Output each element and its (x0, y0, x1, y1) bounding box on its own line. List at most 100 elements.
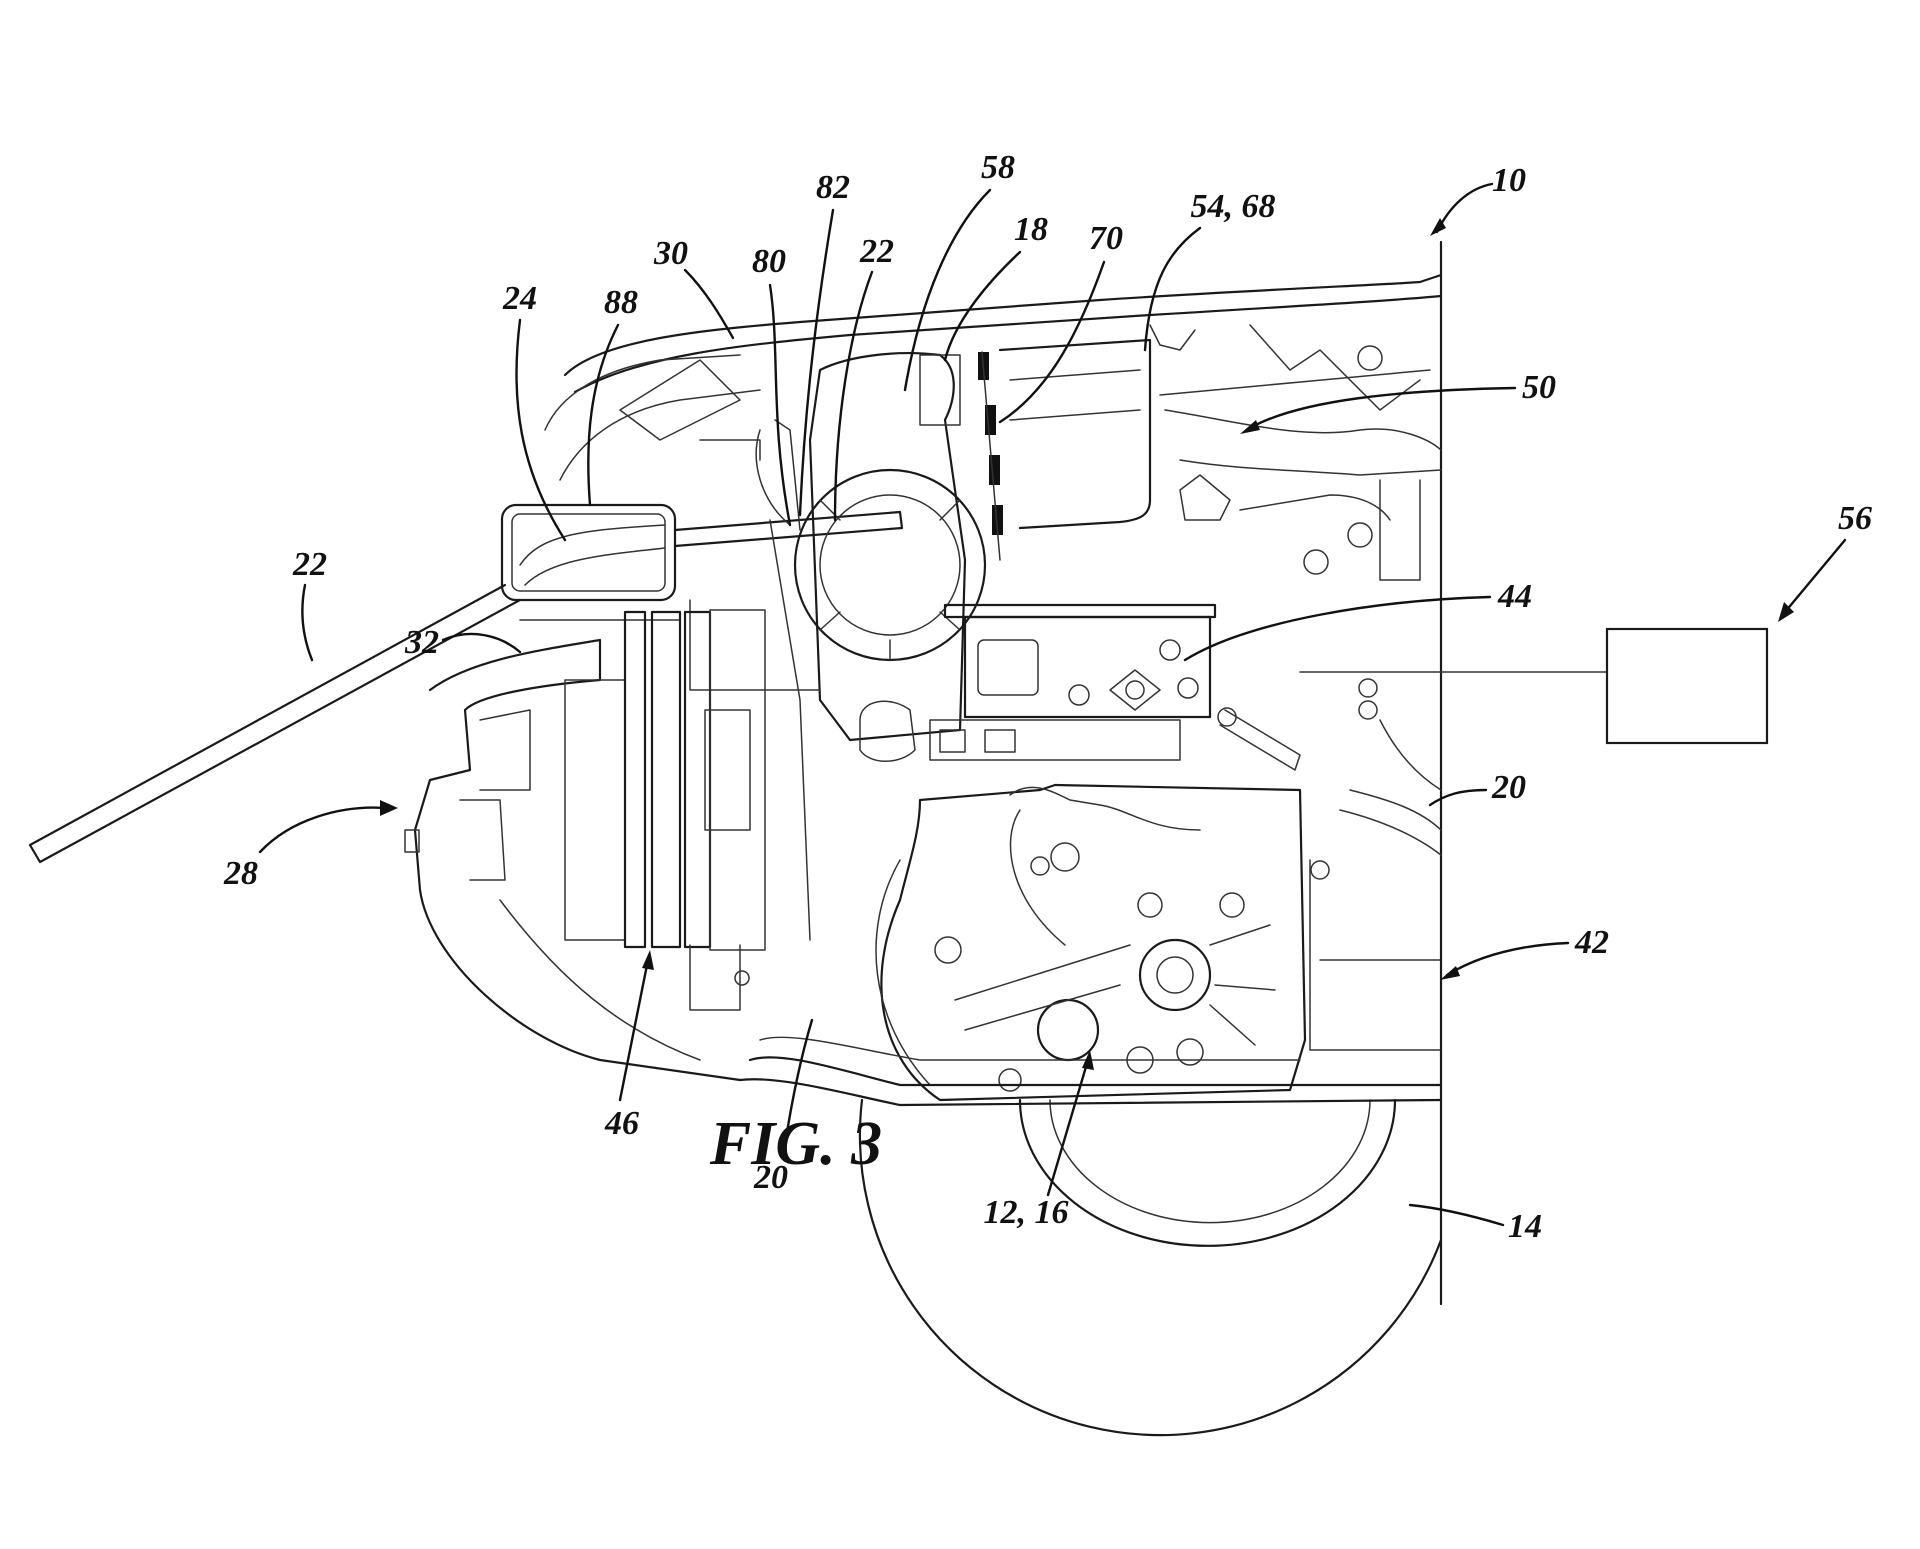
figure-caption: FIG. 3 (709, 1110, 883, 1178)
leader-82 (798, 208, 835, 517)
housing-curve (875, 859, 931, 1086)
label-20-right: 20 (1492, 769, 1526, 806)
hood-inner-line (573, 294, 1443, 394)
arrowhead-46 (642, 950, 654, 970)
leader-22-left (301, 583, 314, 662)
engine-block (859, 603, 1301, 771)
label-12-16: 12, 16 (983, 1194, 1069, 1231)
frame-rail-right-2 (1339, 809, 1442, 856)
cylinder-head (963, 615, 1212, 719)
bay-box (1379, 479, 1421, 581)
crank-pulley-outer (1138, 938, 1212, 1012)
strut-pin (1217, 707, 1237, 727)
belt-path (1009, 786, 1201, 831)
manifold-runners (939, 729, 1016, 753)
leader-30 (683, 268, 735, 340)
leader-24 (515, 318, 567, 542)
duct-vane-2 (524, 547, 666, 586)
radiator-stack (564, 609, 766, 1011)
wheel-inner-arc-2 (1049, 1099, 1371, 1224)
hood-front-curve (544, 354, 741, 431)
dash-guide (981, 351, 1001, 561)
bumper-outline (413, 638, 742, 1082)
radiator-core-2 (650, 610, 682, 949)
housing-54-68 (998, 338, 1152, 530)
label-44: 44 (1498, 578, 1532, 615)
leader-22-top (833, 270, 874, 522)
label-22-top: 22 (860, 233, 894, 270)
reservoir-assembly (793, 352, 987, 742)
rod-diagonal (28, 583, 522, 864)
dash-4 (992, 505, 1003, 535)
label-28: 28 (224, 855, 258, 892)
label-20-bottom: 20 (754, 1159, 788, 1196)
belt-loop (1009, 809, 1066, 946)
radiator-cap-block (704, 709, 751, 831)
leader-50 (1248, 386, 1517, 430)
radiator-core-3 (683, 610, 712, 949)
controller-box[interactable] (1605, 627, 1769, 745)
pulley-small-7 (1176, 1038, 1204, 1066)
leader-56 (1783, 538, 1847, 614)
radiator-core-1 (623, 610, 647, 949)
leader-10 (1435, 182, 1494, 234)
leader-44 (1183, 595, 1492, 662)
frame-piece (699, 439, 761, 461)
bumper-tab (404, 829, 420, 853)
bay-contour-1 (1164, 409, 1442, 451)
dashed-boundary-70 (978, 351, 1003, 561)
bay-bracket (1179, 474, 1231, 521)
arrowhead-28 (380, 800, 398, 816)
hood (544, 273, 1443, 481)
hood-hinge (1249, 324, 1421, 411)
bumper-bracket-lower (459, 799, 506, 881)
engine-bay (1159, 369, 1442, 581)
fan-outer (793, 468, 987, 662)
wheel-inner-arc (1018, 1098, 1397, 1247)
wheel-outer-arc (858, 1098, 1443, 1437)
hood-latch (619, 359, 741, 441)
condenser (564, 679, 626, 941)
label-88: 88 (604, 284, 638, 321)
frame-rail-lower-1 (748, 1056, 1443, 1087)
leader-54-68 (1143, 226, 1202, 352)
label-46: 46 (605, 1105, 639, 1142)
arrowhead-10 (1430, 218, 1446, 236)
arrowhead-56 (1778, 602, 1794, 622)
label-22-left: 22 (293, 546, 327, 583)
leader-lines (258, 182, 1847, 1227)
dash-2 (985, 405, 996, 435)
reservoir-body (808, 352, 967, 742)
bay-hose (1239, 494, 1391, 521)
frame-rail-lower-2 (738, 1078, 1443, 1107)
leader-70 (998, 260, 1106, 424)
bay-fitting-2 (1303, 549, 1329, 575)
label-10: 10 (1492, 162, 1526, 199)
hood-clip (1149, 324, 1196, 351)
pulley-small-2 (1030, 856, 1050, 876)
crank-pulley-inner (1156, 956, 1194, 994)
valve-cover-rail (943, 603, 1217, 619)
frame-bolt-2 (1358, 700, 1378, 720)
label-58: 58 (981, 149, 1015, 186)
radiator-mount (689, 944, 741, 1011)
radiator-tank (709, 609, 766, 951)
frame-rails (738, 678, 1443, 1107)
leader-28 (258, 806, 387, 854)
housing-lines (1009, 369, 1141, 421)
fan-inner (819, 494, 961, 636)
hood-top-line (563, 273, 1443, 377)
label-24: 24 (503, 280, 537, 317)
label-14: 14 (1508, 1208, 1542, 1245)
bay-contour-2 (1179, 459, 1442, 476)
head-bolt-1 (1068, 684, 1090, 706)
arrowhead-12-16 (1082, 1050, 1094, 1070)
frame-vertical (769, 519, 811, 941)
fan-blades (819, 499, 961, 661)
engine-housing (880, 783, 1307, 1102)
label-54-68: 54, 68 (1190, 188, 1276, 225)
frame-rail-right-1 (1349, 789, 1442, 831)
label-56: 56 (1838, 500, 1872, 537)
leader-46 (618, 958, 650, 1102)
bracket-80 (755, 429, 791, 526)
